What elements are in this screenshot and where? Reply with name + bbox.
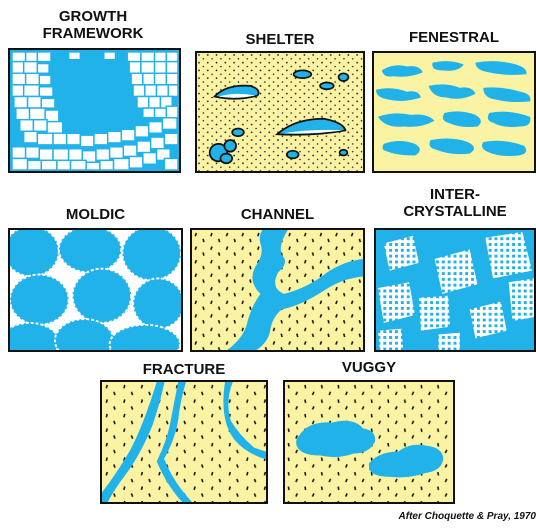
moldic-panel: [8, 228, 183, 352]
growth-framework-label-line2: FRAMEWORK: [8, 25, 178, 42]
vuggy-label: VUGGY: [283, 359, 455, 376]
fracture-label: FRACTURE: [100, 361, 268, 378]
intercrystalline-label: INTER- CRYSTALLINE: [374, 186, 536, 220]
intercrystalline-label-line2: CRYSTALLINE: [374, 203, 536, 220]
shelter-label: SHELTER: [195, 31, 365, 48]
vuggy-panel: [283, 380, 455, 504]
intercrystalline-label-line1: INTER-: [374, 186, 536, 203]
channel-panel: [190, 228, 365, 352]
fenestral-panel: [372, 51, 536, 173]
shelter-panel: [195, 51, 365, 173]
source-credit: After Choquette & Pray, 1970: [399, 511, 536, 522]
fenestral-label: FENESTRAL: [372, 29, 536, 46]
intercrystalline-panel: [374, 228, 536, 352]
growth-framework-label: GROWTH FRAMEWORK: [8, 8, 178, 42]
growth-framework-panel: [8, 48, 181, 173]
fracture-panel: [100, 380, 268, 504]
growth-framework-label-line1: GROWTH: [8, 8, 178, 25]
channel-label: CHANNEL: [190, 206, 365, 223]
moldic-label: MOLDIC: [8, 206, 183, 223]
